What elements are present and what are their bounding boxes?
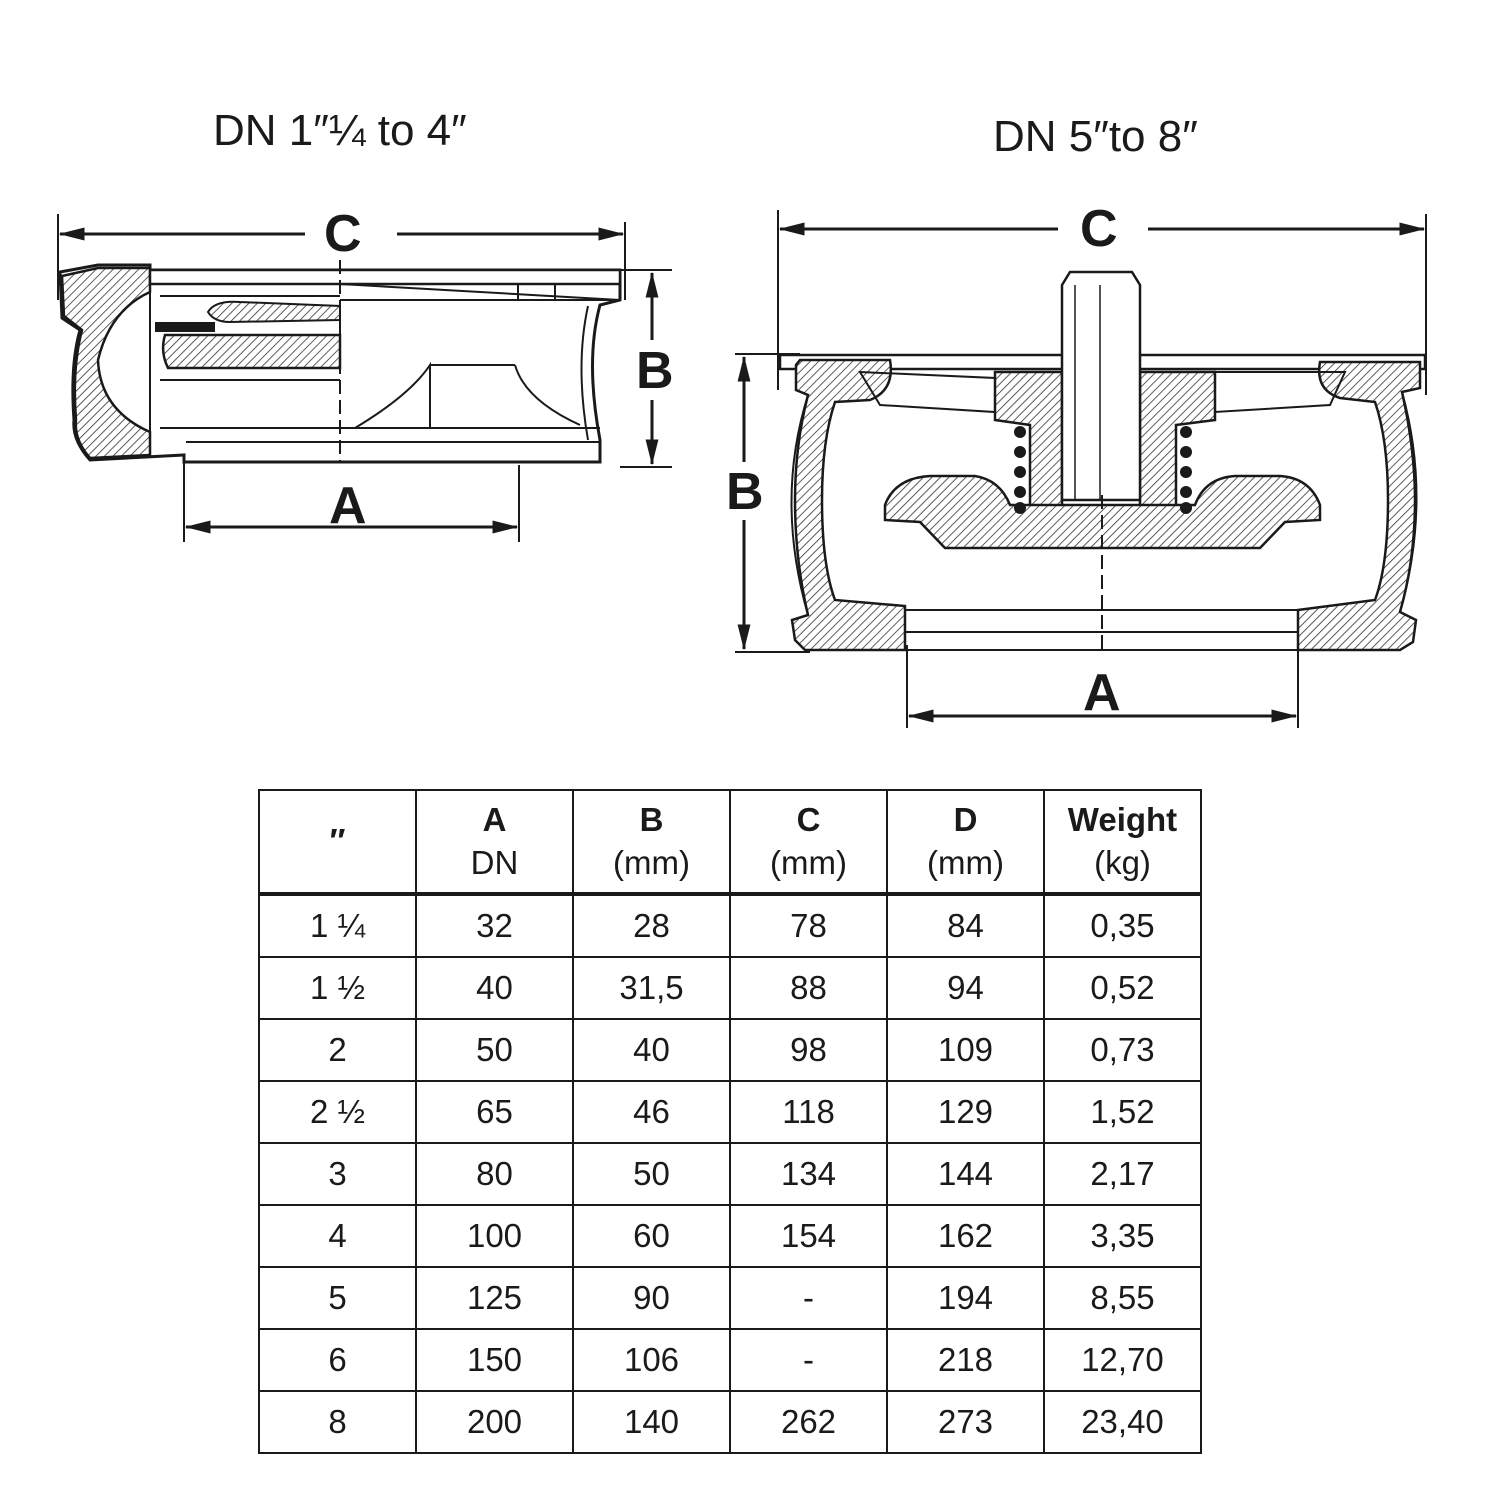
technical-drawings: C B A C B A — [57, 200, 1427, 728]
cell-d-mm: 84 — [886, 893, 1045, 958]
cell-weight-kg: 0,52 — [1043, 956, 1202, 1020]
cell-b-mm: 50 — [572, 1142, 731, 1206]
drawing-large-valve — [735, 210, 1427, 728]
cell-d-mm: 109 — [886, 1018, 1045, 1082]
cell-weight-kg: 3,35 — [1043, 1204, 1202, 1268]
cell-c-mm: 78 — [729, 893, 888, 958]
drawing-small-valve — [57, 214, 672, 542]
cell-d-mm: 162 — [886, 1204, 1045, 1268]
cell-a-dn: 50 — [415, 1018, 574, 1082]
cell-b-mm: 28 — [572, 893, 731, 958]
cell-c-mm: - — [729, 1328, 888, 1392]
cell-d-mm: 218 — [886, 1328, 1045, 1392]
header-weight: Weight(kg) — [1043, 789, 1202, 896]
cell-weight-kg: 23,40 — [1043, 1390, 1202, 1454]
cell-a-dn: 125 — [415, 1266, 574, 1330]
cell-c-mm: 98 — [729, 1018, 888, 1082]
cell-b-mm: 31,5 — [572, 956, 731, 1020]
cell-c-mm: 134 — [729, 1142, 888, 1206]
cell-d-mm: 144 — [886, 1142, 1045, 1206]
title-small-sizes: DN 1″¼ to 4″ — [213, 106, 467, 155]
cell-size-inch: 2 — [258, 1018, 417, 1082]
cell-b-mm: 46 — [572, 1080, 731, 1144]
cell-d-mm: 94 — [886, 956, 1045, 1020]
cell-size-inch: 8 — [258, 1390, 417, 1454]
header-c: C(mm) — [729, 789, 888, 896]
cell-c-mm: - — [729, 1266, 888, 1330]
cell-size-inch: 4 — [258, 1204, 417, 1268]
cell-weight-kg: 0,73 — [1043, 1018, 1202, 1082]
cell-c-mm: 154 — [729, 1204, 888, 1268]
cell-size-inch: 5 — [258, 1266, 417, 1330]
cell-size-inch: 1 ½ — [258, 956, 417, 1020]
dim-label-b-right: B — [726, 463, 764, 521]
cell-a-dn: 40 — [415, 956, 574, 1020]
cell-b-mm: 90 — [572, 1266, 731, 1330]
cell-c-mm: 88 — [729, 956, 888, 1020]
cell-b-mm: 106 — [572, 1328, 731, 1392]
cell-weight-kg: 0,35 — [1043, 893, 1202, 958]
cell-size-inch: 3 — [258, 1142, 417, 1206]
dim-label-c-left: C — [324, 205, 362, 263]
cell-b-mm: 40 — [572, 1018, 731, 1082]
cell-d-mm: 129 — [886, 1080, 1045, 1144]
cell-a-dn: 100 — [415, 1204, 574, 1268]
cell-a-dn: 65 — [415, 1080, 574, 1144]
cell-size-inch: 6 — [258, 1328, 417, 1392]
cell-size-inch: 2 ½ — [258, 1080, 417, 1144]
header-b: B(mm) — [572, 789, 731, 896]
cell-b-mm: 60 — [572, 1204, 731, 1268]
dim-label-b-left: B — [636, 342, 674, 400]
cell-weight-kg: 2,17 — [1043, 1142, 1202, 1206]
cell-a-dn: 200 — [415, 1390, 574, 1454]
header-d: D(mm) — [886, 789, 1045, 896]
cell-a-dn: 32 — [415, 893, 574, 958]
cell-c-mm: 262 — [729, 1390, 888, 1454]
cell-b-mm: 140 — [572, 1390, 731, 1454]
cell-weight-kg: 12,70 — [1043, 1328, 1202, 1392]
cell-d-mm: 194 — [886, 1266, 1045, 1330]
cell-weight-kg: 1,52 — [1043, 1080, 1202, 1144]
cell-a-dn: 80 — [415, 1142, 574, 1206]
cell-a-dn: 150 — [415, 1328, 574, 1392]
dim-label-a-right: A — [1083, 664, 1121, 722]
cell-d-mm: 273 — [886, 1390, 1045, 1454]
cell-c-mm: 118 — [729, 1080, 888, 1144]
title-large-sizes: DN 5″to 8″ — [993, 112, 1198, 161]
header-inch: ″ — [258, 789, 417, 896]
cell-weight-kg: 8,55 — [1043, 1266, 1202, 1330]
dim-label-a-left: A — [329, 477, 367, 535]
cell-size-inch: 1 ¼ — [258, 893, 417, 958]
dim-label-c-right: C — [1080, 200, 1118, 258]
